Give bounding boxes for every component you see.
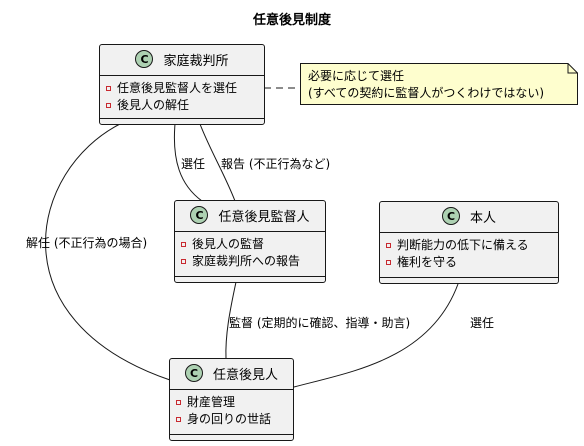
private-visibility-icon	[386, 243, 391, 248]
private-visibility-icon	[181, 242, 186, 247]
divider	[175, 231, 325, 232]
attr-guardian-1: 財産管理	[187, 395, 236, 409]
divider	[170, 389, 293, 390]
divider	[170, 434, 293, 435]
private-visibility-icon	[106, 86, 111, 91]
attr-supervisor-2: 家庭裁判所への報告	[192, 254, 301, 268]
attr-supervisor-1: 後見人の監督	[192, 237, 265, 251]
edge-supervisor-guardian	[225, 281, 237, 360]
divider	[380, 232, 558, 233]
edge-label-court-supervisor: 選任	[181, 157, 206, 171]
edge-supervisor-court-report	[199, 123, 236, 202]
edge-principal-guardian	[293, 283, 459, 388]
attr-court-1: 任意後見監督人を選任	[117, 81, 238, 95]
private-visibility-icon	[106, 103, 111, 108]
divider	[175, 276, 325, 277]
attr-principal-1: 判断能力の低下に備える	[397, 238, 529, 252]
divider	[380, 277, 558, 278]
class-guardian-name: 任意後見人	[212, 367, 278, 383]
class-icon: C	[184, 364, 203, 382]
class-supervisor[interactable]: C 任意後見監督人 後見人の監督 家庭裁判所への報告	[174, 200, 326, 283]
edge-label-principal-guardian: 選任	[470, 316, 495, 330]
edge-court-supervisor-appoint	[173, 123, 203, 202]
attr-court-2: 後見人の解任	[117, 98, 190, 112]
class-guardian[interactable]: C 任意後見人 財産管理 身の回りの世話	[169, 358, 294, 441]
private-visibility-icon	[181, 259, 186, 264]
note-line-2: (すべての契約に監督人がつくわけではない)	[308, 86, 545, 100]
private-visibility-icon	[176, 417, 181, 422]
class-icon: C	[441, 207, 460, 225]
note: 必要に応じて選任 (すべての契約に監督人がつくわけではない)	[300, 63, 578, 105]
note-shape	[300, 63, 578, 105]
class-principal[interactable]: C 本人 判断能力の低下に備える 権利を守る	[379, 201, 559, 284]
class-supervisor-name: 任意後見監督人	[218, 209, 310, 225]
edge-court-guardian-dismiss	[45, 123, 171, 381]
note-line-1: 必要に応じて選任	[308, 69, 405, 83]
class-icon: C	[190, 206, 209, 224]
edge-label-court-guardian: 解任 (不正行為の場合)	[26, 236, 148, 250]
private-visibility-icon	[386, 260, 391, 265]
private-visibility-icon	[176, 400, 181, 405]
attr-principal-2: 権利を守る	[397, 255, 458, 269]
class-court[interactable]: C 家庭裁判所 任意後見監督人を選任 後見人の解任	[99, 44, 265, 125]
divider	[100, 118, 264, 119]
class-icon: C	[135, 50, 154, 68]
edge-label-supervisor-court: 報告 (不正行為など)	[221, 157, 331, 171]
edge-label-supervisor-guardian: 監督 (定期的に確認、指導・助言)	[229, 316, 411, 330]
class-principal-name: 本人	[469, 210, 496, 226]
class-court-name: 家庭裁判所	[163, 53, 229, 69]
attr-guardian-2: 身の回りの世話	[187, 412, 272, 426]
divider	[100, 75, 264, 76]
diagram-title: 任意後見制度	[252, 13, 331, 28]
